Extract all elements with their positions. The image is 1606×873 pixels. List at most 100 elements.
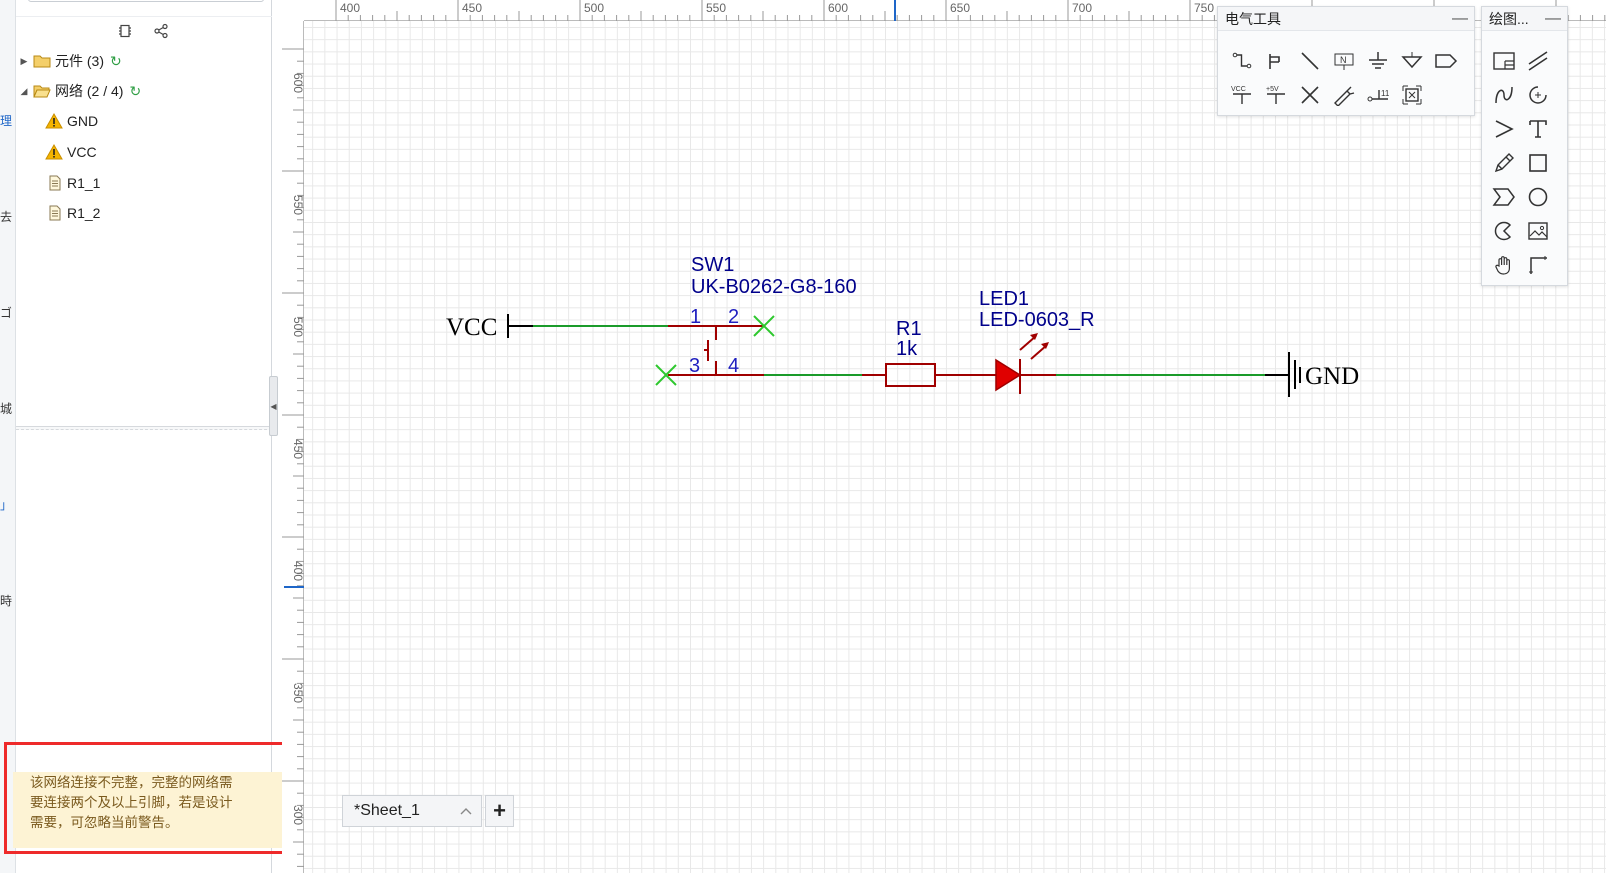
- ruler-label: 450: [462, 1, 482, 15]
- collapse-arrow-icon[interactable]: ◢: [20, 85, 28, 96]
- no-connect-marker[interactable]: [655, 364, 677, 386]
- ruler-label: 350: [291, 683, 304, 703]
- plus5v-tool-label: +5V: [1266, 86, 1279, 93]
- vcc-tool-icon[interactable]: VCC: [1228, 81, 1256, 109]
- divider: [16, 16, 272, 17]
- table-tool-icon[interactable]: [1490, 47, 1518, 75]
- left-strip-char[interactable]: 理: [0, 114, 13, 128]
- gnd-power-symbol[interactable]: GND: [1265, 352, 1359, 397]
- pie-tool-icon[interactable]: [1490, 217, 1518, 245]
- pin-number: 1: [690, 306, 701, 328]
- net-label-tool-icon[interactable]: N: [1330, 47, 1358, 75]
- vcc-power-symbol[interactable]: VCC: [446, 314, 533, 341]
- net-item-label: R1_1: [67, 175, 101, 191]
- component-chip-icon[interactable]: [116, 22, 134, 40]
- ruler-label: 500: [291, 317, 304, 337]
- bus-entry-tool-icon[interactable]: [1296, 47, 1324, 75]
- plus5v-tool-icon[interactable]: +5V: [1262, 81, 1290, 109]
- image-tool-icon[interactable]: [1524, 217, 1552, 245]
- panel-title: 电气工具: [1225, 10, 1281, 27]
- block-tool-icon[interactable]: [1398, 81, 1426, 109]
- bezier-tool-icon[interactable]: [1490, 81, 1518, 109]
- net-item-label: R1_2: [67, 205, 101, 221]
- warning-icon: [45, 144, 63, 160]
- ruler-label: 600: [828, 1, 848, 15]
- refresh-icon[interactable]: ↻: [110, 52, 122, 69]
- net-item-r1-2[interactable]: R1_2: [47, 202, 100, 224]
- left-strip-char[interactable]: 城: [0, 402, 13, 416]
- minimize-icon[interactable]: —: [1545, 9, 1561, 27]
- document-icon: [49, 205, 61, 221]
- tree-node-nets[interactable]: ◢ 网络 (2 / 4) ↻: [19, 80, 142, 102]
- add-sheet-button[interactable]: +: [485, 795, 514, 827]
- pan-hand-tool-icon[interactable]: [1490, 251, 1518, 279]
- arc-tool-icon[interactable]: [1524, 81, 1552, 109]
- net-item-vcc[interactable]: VCC: [45, 141, 97, 163]
- resistor-r1[interactable]: R1 1k: [862, 318, 996, 387]
- probe-tool-icon[interactable]: [1330, 81, 1358, 109]
- wire-tool-icon[interactable]: [1228, 47, 1256, 75]
- pencil-tool-icon[interactable]: [1490, 149, 1518, 177]
- panel-header[interactable]: 电气工具 —: [1218, 7, 1474, 31]
- rectangle-tool-icon[interactable]: [1524, 149, 1552, 177]
- warning-line: 该网络连接不完整，完整的网络需: [30, 775, 233, 790]
- folder-icon: [33, 55, 51, 68]
- tree-node-components[interactable]: ▶ 元件 (3) ↻: [19, 50, 122, 72]
- led-ref: LED1: [979, 288, 1029, 310]
- refresh-icon[interactable]: ↻: [129, 82, 142, 99]
- sheet-tab[interactable]: *Sheet_1: [342, 795, 482, 827]
- text-tool-icon[interactable]: [1524, 115, 1552, 143]
- ground-tool-icon[interactable]: [1364, 47, 1392, 75]
- ruler-label: 550: [291, 195, 304, 215]
- polygon-tool-icon[interactable]: [1490, 183, 1518, 211]
- r-value: 1k: [896, 338, 918, 360]
- net-share-icon[interactable]: [152, 22, 170, 40]
- pin-number: 2: [728, 306, 739, 328]
- ruler-label: 700: [1072, 1, 1092, 15]
- left-strip-char[interactable]: ゴ: [0, 306, 13, 320]
- left-edge-strip: 理 去 ゴ 城 」 時: [0, 0, 16, 873]
- net-item-r1-1[interactable]: R1_1: [47, 172, 100, 194]
- warning-line: 要连接两个及以上引脚，若是设计: [30, 795, 233, 810]
- no-connect-tool-icon[interactable]: [1296, 81, 1324, 109]
- net-item-gnd[interactable]: GND: [45, 110, 98, 132]
- bus-tool-icon[interactable]: [1262, 47, 1290, 75]
- dimension-tool-icon[interactable]: [1524, 251, 1552, 279]
- schematic-grid[interactable]: [304, 21, 1606, 873]
- ruler-label: 550: [706, 1, 726, 15]
- pin-number: 4: [728, 355, 739, 377]
- ruler-label: 450: [291, 439, 304, 459]
- net-port-tool-icon[interactable]: [1432, 47, 1460, 75]
- arrow-tool-icon[interactable]: [1490, 115, 1518, 143]
- panel-header[interactable]: 绘图... —: [1482, 7, 1567, 31]
- vcc-label: VCC: [446, 314, 497, 341]
- collapse-panel-handle[interactable]: ◀: [269, 376, 278, 436]
- polyline-tool-icon[interactable]: [1524, 47, 1552, 75]
- r-ref: R1: [896, 318, 922, 340]
- no-connect-marker[interactable]: [753, 315, 775, 337]
- panel-split-handle[interactable]: [16, 426, 272, 430]
- chevron-up-icon[interactable]: [459, 806, 473, 816]
- minimize-icon[interactable]: —: [1452, 9, 1468, 27]
- led-led1[interactable]: LED1 LED-0603_R: [979, 288, 1095, 394]
- vcc-tool-label: VCC: [1231, 86, 1246, 93]
- left-strip-char[interactable]: 」: [0, 498, 13, 512]
- svg-text:N: N: [1340, 55, 1347, 65]
- net-item-label: VCC: [67, 144, 97, 160]
- left-strip-char[interactable]: 去: [0, 210, 13, 224]
- power-flag-tool-icon[interactable]: [1398, 47, 1426, 75]
- sw-value: UK-B0262-G8-160: [691, 276, 857, 298]
- ruler-label: 750: [1194, 1, 1214, 15]
- switch-sw1[interactable]: SW1 UK-B0262-G8-160 1 2 3 4: [668, 254, 857, 377]
- warning-line: 需要，可忽略当前警告。: [30, 815, 179, 830]
- ruler-label: 300: [291, 805, 304, 825]
- ruler-label: 400: [291, 561, 304, 581]
- electrical-tools-panel: 电气工具 — N VCC +5V 11: [1217, 6, 1475, 116]
- circle-tool-icon[interactable]: [1524, 183, 1552, 211]
- net-flag-tool-icon[interactable]: 11: [1364, 81, 1392, 109]
- expand-arrow-icon[interactable]: ▶: [20, 55, 28, 66]
- schematic-canvas-area[interactable]: 400 450 500 550 600 650 700 750 600 550 …: [282, 0, 1606, 873]
- drawing-tools-panel: 绘图... —: [1481, 6, 1568, 286]
- left-strip-char[interactable]: 時: [0, 594, 13, 608]
